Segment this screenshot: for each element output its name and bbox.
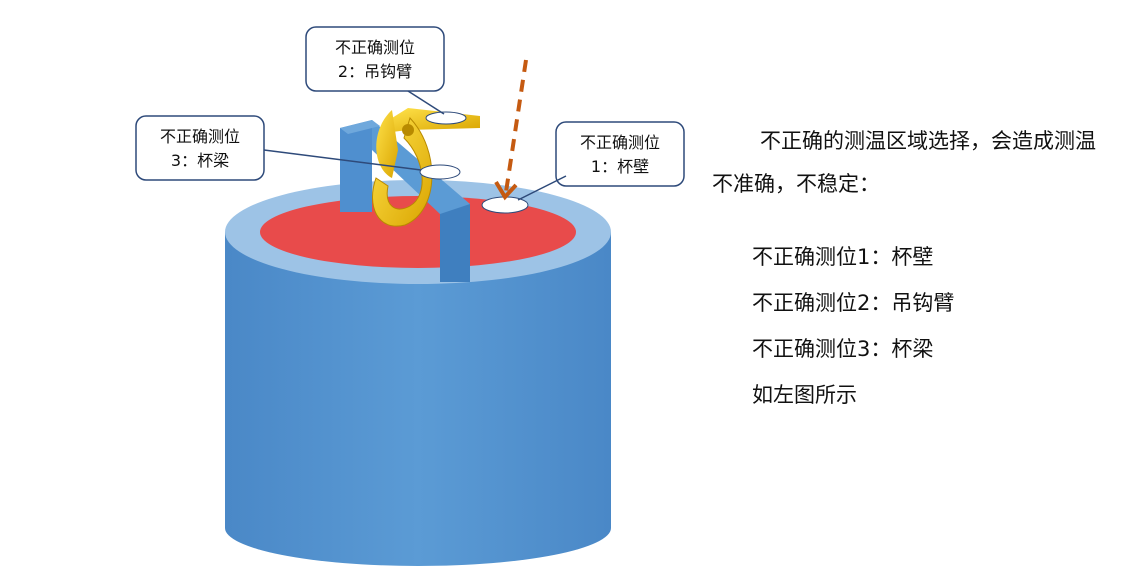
- ladle-diagram: 不正确测位 2：吊钩臂 不正确测位 3：杯梁 不正确测位 1：杯壁: [135, 26, 685, 566]
- callout-cup-wall: 不正确测位 1：杯壁: [517, 121, 685, 201]
- callout-cup-beam-title: 不正确测位: [160, 127, 240, 146]
- measurement-arrow: [494, 59, 528, 201]
- callout-cup-wall-label: 1：杯壁: [591, 157, 649, 176]
- callout-cup-wall-title: 不正确测位: [580, 133, 660, 152]
- description-intro: 不正确的测温区域选择，会造成测温不准确，不稳定：: [712, 129, 1096, 196]
- callout-hook-arm: 不正确测位 2：吊钩臂: [305, 26, 445, 115]
- description-item: 如左图所示: [752, 383, 857, 407]
- callout-hook-arm-title: 不正确测位: [335, 38, 415, 57]
- description-item: 不正确测位3：杯梁: [752, 337, 934, 361]
- description-item: 不正确测位2：吊钩臂: [752, 291, 955, 315]
- ladle-body: [225, 180, 611, 566]
- description-panel: 不正确的测温区域选择，会造成测温不准确，不稳定： 不正确测位1：杯壁 不正确测位…: [712, 120, 1112, 418]
- callout-cup-beam: 不正确测位 3：杯梁: [135, 115, 422, 181]
- callout-hook-arm-label: 2：吊钩臂: [338, 62, 412, 81]
- spot-cup-beam: [419, 164, 461, 180]
- description-item: 不正确测位1：杯壁: [752, 245, 934, 269]
- spot-hook-arm: [425, 111, 467, 125]
- description-list: 不正确测位1：杯壁 不正确测位2：吊钩臂 不正确测位3：杯梁 如左图所示: [752, 234, 1112, 418]
- molten-metal: [260, 196, 576, 268]
- callout-cup-beam-label: 3：杯梁: [171, 151, 229, 170]
- cup-beam: [340, 120, 470, 282]
